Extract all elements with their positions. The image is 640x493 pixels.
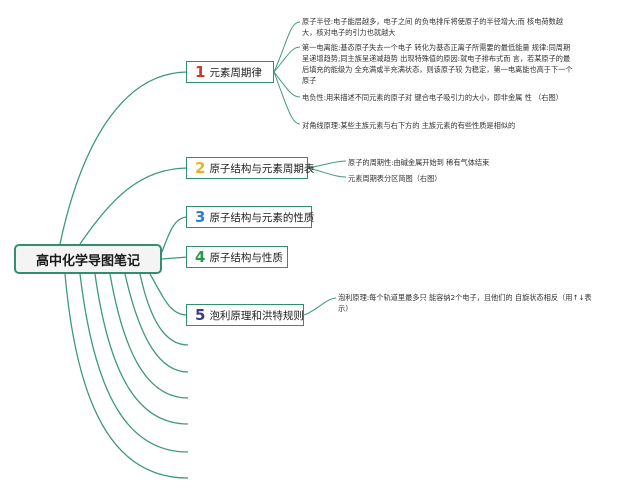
branch-empty-2 (124, 273, 189, 373)
topic-4[interactable]: 4 原子结构与性质 (186, 246, 288, 268)
branch-empty-5 (79, 273, 189, 453)
note-period-periodicity[interactable]: 原子的周期性:由碱金属开始到 稀有气体结束 (348, 158, 490, 167)
note-diagonal-rule[interactable]: 对角线原理:某些主族元素与右下方的 主族元素的有些性质是相似的 (302, 121, 516, 130)
topic-4-number: 4 (195, 248, 206, 266)
topic-5[interactable]: 5 泡利原理和洪特规则 (186, 304, 304, 326)
branch-empty-3 (109, 273, 189, 399)
note-pauli-principle[interactable]: 泡利原理:每个轨道里最多只 能容纳2个电子，且他们的 自旋状态相反（用↑↓表示） (338, 293, 592, 313)
topic-3[interactable]: 3 原子结构与元素的性质 (186, 206, 315, 228)
topic-3-label: 原子结构与元素的性质 (209, 211, 315, 224)
branch-topic-5 (149, 273, 189, 316)
topic-3-number: 3 (195, 208, 206, 226)
branch-empty-6 (64, 273, 189, 479)
sub-2-1 (307, 160, 347, 169)
root-node[interactable]: 高中化学导图笔记 (14, 244, 162, 274)
branch-empty-1 (139, 273, 189, 346)
topic-2-number: 2 (195, 159, 206, 177)
branch-topic-3 (161, 216, 189, 253)
branch-topic-1 (59, 71, 189, 245)
branch-topic-4 (161, 256, 189, 260)
branch-topic-2 (79, 167, 189, 245)
note-electronegativity[interactable]: 电负性:用来描述不同元素的原子对 键合电子吸引力的大小，即非金属 性 （右图） (302, 93, 563, 102)
sub-1-3 (273, 71, 301, 98)
topic-5-label: 泡利原理和洪特规则 (209, 309, 304, 322)
note-atomic-radius[interactable]: 原子半径:电子能层越多，电子之间 的负电排斥将使原子的半径增大;而 核电荷数越大… (302, 17, 563, 37)
root-title: 高中化学导图笔记 (35, 253, 140, 269)
branch-empty-4 (94, 273, 189, 425)
note-period-table-zones[interactable]: 元素周期表分区简图（右图） (348, 174, 442, 183)
topic-4-label: 原子结构与性质 (209, 251, 283, 264)
sub-1-1 (273, 21, 301, 73)
sub-1-4 (273, 71, 301, 125)
note-ionization-energy[interactable]: 第一电离能:基态原子失去一个电子 转化为基态正离子所需要的最低能量 规律:同周期… (302, 43, 573, 85)
topic-1-number: 1 (195, 63, 206, 81)
topic-5-number: 5 (195, 306, 206, 324)
sub-5-1 (303, 297, 337, 316)
sub-1-2 (273, 46, 301, 73)
topic-2-label: 原子结构与元素周期表 (209, 162, 315, 175)
sub-2-2 (307, 167, 347, 178)
topic-1-label: 元素周期律 (209, 66, 262, 79)
topic-2[interactable]: 2 原子结构与元素周期表 (186, 157, 314, 179)
topic-1[interactable]: 1 元素周期律 (186, 61, 274, 83)
